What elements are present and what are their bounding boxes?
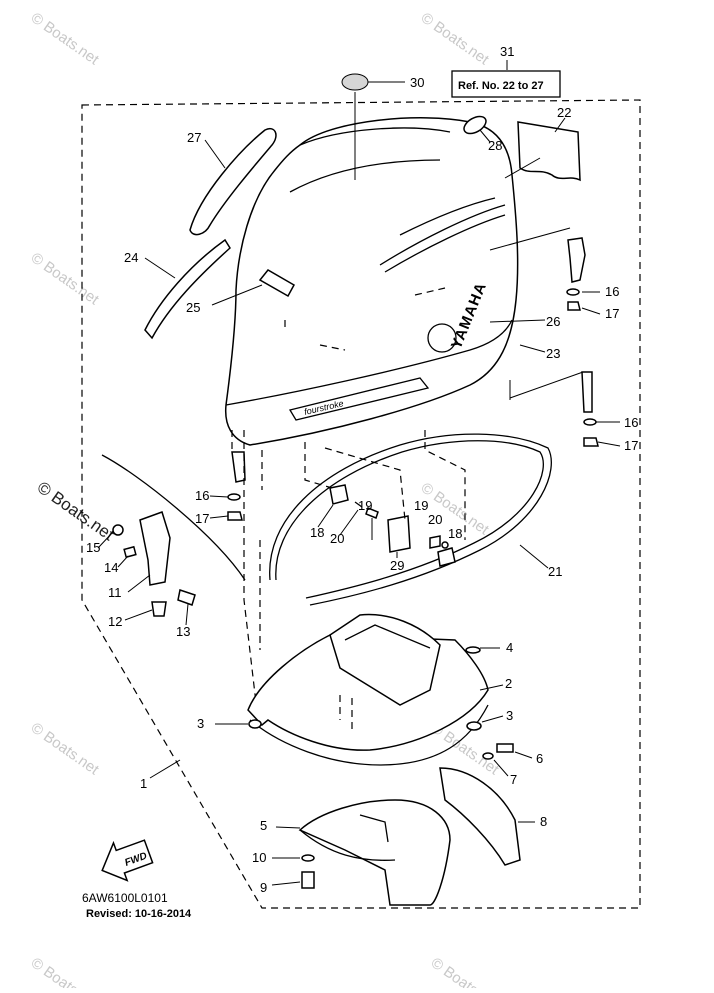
callout-19: 19	[358, 498, 372, 513]
callout-15: 15	[86, 540, 100, 555]
diagram-code: 6AW6100L0101	[82, 891, 168, 905]
washer-4	[465, 646, 481, 654]
watermark-dark: © Boats.net	[34, 478, 118, 545]
callout-8: 8	[540, 814, 547, 829]
washer-7	[482, 752, 494, 760]
callout-30: 30	[410, 75, 424, 90]
callout-20: 20	[330, 531, 344, 546]
watermark: © Boats.net	[418, 9, 493, 68]
latch-left	[231, 451, 246, 483]
callout-11: 11	[108, 585, 122, 600]
callout-2: 2	[505, 676, 512, 691]
pad-29	[387, 515, 411, 553]
washer-3-left	[248, 719, 262, 729]
callout-27: 27	[187, 130, 201, 145]
callout-18: 18	[310, 525, 324, 540]
latch-11	[139, 511, 171, 586]
callout-25: 25	[186, 300, 200, 315]
callout-13: 13	[176, 624, 190, 639]
callout-10: 10	[252, 850, 266, 865]
washer-10	[301, 854, 315, 862]
callout-4: 4	[506, 640, 513, 655]
decal-22	[517, 121, 581, 182]
callout-20: 20	[428, 512, 442, 527]
callout-5: 5	[260, 818, 267, 833]
latch-assembly-bracket	[101, 454, 246, 581]
callout-26: 26	[546, 314, 560, 329]
top-cowling: fourstroke YAMAHA	[224, 117, 519, 446]
callout-6: 6	[536, 751, 543, 766]
fwd-arrow-icon: FWD	[101, 839, 154, 882]
bracket-18-right	[437, 547, 456, 567]
lever-25	[258, 269, 296, 298]
seal-21	[269, 433, 552, 606]
callout-17: 17	[195, 511, 209, 526]
callout-19: 19	[414, 498, 428, 513]
callout-3: 3	[197, 716, 204, 731]
callout-17: 17	[624, 438, 638, 453]
bracket-18-left	[329, 484, 349, 505]
callout-9: 9	[260, 880, 267, 895]
callout-16: 16	[195, 488, 209, 503]
grommet-28	[463, 115, 487, 135]
bolt-6	[496, 743, 514, 753]
latch-right-upper	[567, 237, 586, 283]
callout-3: 3	[506, 708, 513, 723]
ref-box-label: Ref. No. 22 to 27	[458, 80, 544, 92]
callout-24: 24	[124, 250, 138, 265]
callout-21: 21	[548, 564, 562, 579]
callout-18: 18	[448, 526, 462, 541]
callout-29: 29	[390, 558, 404, 573]
watermark: © Boats.net	[28, 719, 103, 778]
callout-16: 16	[605, 284, 619, 299]
callout-14: 14	[104, 560, 118, 575]
callout-22: 22	[557, 105, 571, 120]
callout-1: 1	[140, 776, 147, 791]
callout-31: 31	[500, 44, 514, 59]
latch-right-lower	[581, 371, 593, 413]
callout-12: 12	[108, 614, 122, 629]
panel-8	[439, 767, 521, 866]
watermark: © Boats.net	[28, 9, 103, 68]
decal-24	[144, 238, 231, 340]
bolt-9	[301, 871, 315, 889]
ref-box: Ref. No. 22 to 27	[451, 70, 561, 98]
lower-cover-5	[298, 799, 451, 906]
callout-7: 7	[510, 772, 517, 787]
watermark: © Boats.net	[28, 954, 103, 988]
washer-3-right	[466, 721, 482, 731]
callout-23: 23	[546, 346, 560, 361]
callout-16: 16	[624, 415, 638, 430]
watermark: © Boats.net	[428, 954, 503, 988]
callout-28: 28	[488, 138, 502, 153]
tuning-fork-logo-icon	[427, 323, 457, 353]
revision-date: Revised: 10-16-2014	[86, 908, 192, 920]
emblem-icon	[341, 73, 369, 91]
decal-27	[189, 128, 277, 236]
callout-17: 17	[605, 306, 619, 321]
bottom-cowling-2	[247, 613, 489, 766]
watermark: © Boats.net	[28, 249, 103, 308]
